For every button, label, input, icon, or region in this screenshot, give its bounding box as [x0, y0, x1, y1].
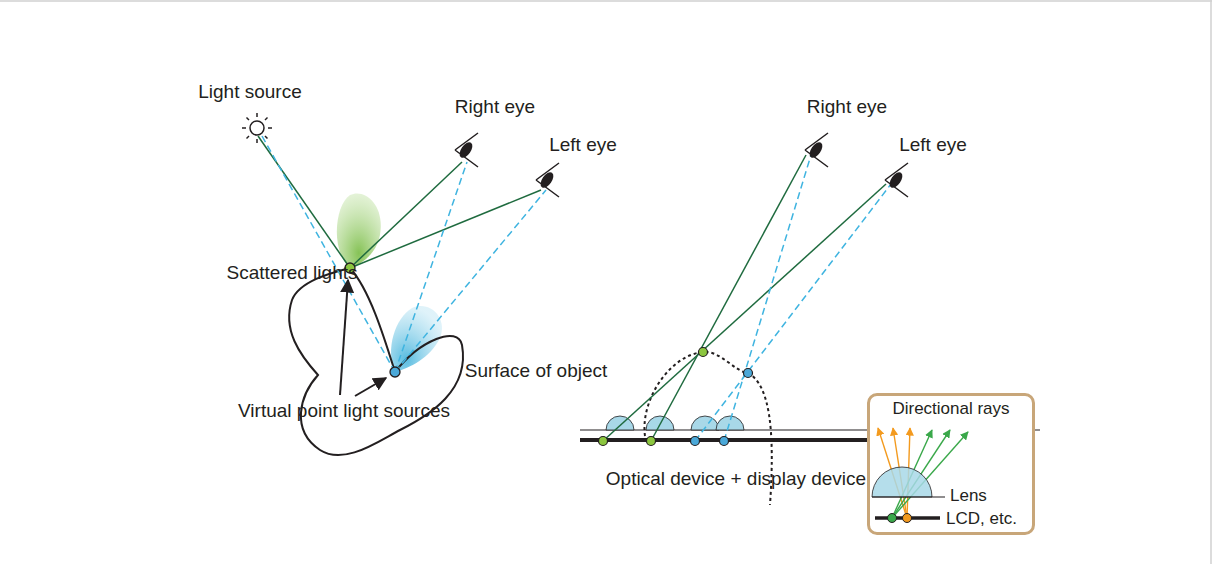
- source-label: Light source: [198, 81, 302, 103]
- part-label: Lens: [950, 486, 987, 506]
- eye-label: Left eye: [899, 134, 967, 156]
- inset-heading: Directional rays: [892, 399, 1009, 419]
- eye-label: Right eye: [807, 96, 887, 118]
- eye-label: Left eye: [549, 134, 617, 156]
- eye-label: Right eye: [455, 96, 535, 118]
- scatter-label: Scattered lights: [227, 262, 358, 284]
- surface-label: Surface of object: [465, 360, 608, 382]
- part-label: LCD, etc.: [946, 509, 1017, 529]
- inset-box: Directional raysLensLCD, etc.: [867, 393, 1035, 535]
- virtual-source-label: Virtual point light sources: [238, 400, 450, 422]
- device-label: Optical device + display device: [606, 468, 866, 490]
